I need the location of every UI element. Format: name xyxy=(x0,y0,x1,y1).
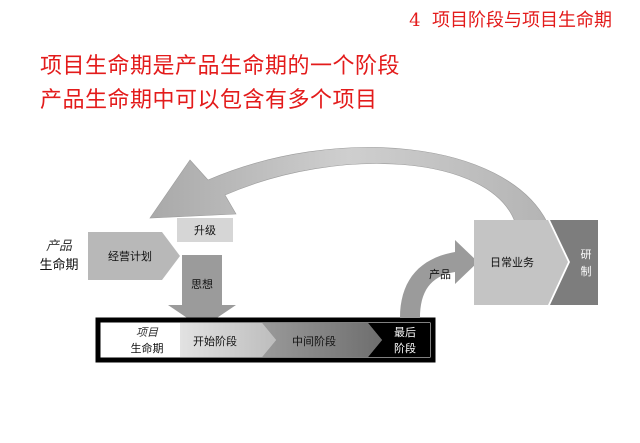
product-lifecycle-label-1: 产品 xyxy=(46,239,73,254)
product-curved-arrow xyxy=(400,240,478,318)
middle-phase-chevron xyxy=(262,323,382,357)
project-lifecycle-label-2: 生命期 xyxy=(131,341,164,355)
upgrade-arc-arrow xyxy=(149,147,548,223)
rd-chevron xyxy=(550,220,598,305)
slide-title: 4 项目阶段与项目生命期 xyxy=(409,6,612,32)
section-title: 项目阶段与项目生命期 xyxy=(432,10,612,31)
upgrade-box xyxy=(177,218,233,242)
final-phase-block xyxy=(368,323,430,357)
product-lifecycle-label-2: 生命期 xyxy=(39,257,78,273)
business-plan-label: 经营计划 xyxy=(108,249,152,263)
slide-number: 4 xyxy=(409,10,421,31)
start-phase-chevron xyxy=(180,323,276,357)
project-lifecycle-label-1: 项目 xyxy=(136,326,159,339)
headline-line-1: 项目生命期是产品生命期的一个阶段 xyxy=(40,54,401,79)
idea-label: 思想 xyxy=(191,277,213,291)
daily-operations-label: 日常业务 xyxy=(490,256,534,269)
upgrade-label: 升级 xyxy=(194,224,216,237)
headline-line-2: 产品生命期中可以包含有多个项目 xyxy=(40,88,378,113)
start-phase-label: 开始阶段 xyxy=(193,334,237,348)
daily-operations-chevron xyxy=(474,220,568,305)
middle-phase-label: 中间阶段 xyxy=(292,334,336,348)
product-label: 产品 xyxy=(429,267,451,281)
business-plan-chevron xyxy=(88,232,180,280)
rd-label-2: 制 xyxy=(581,265,592,278)
idea-down-arrow xyxy=(168,255,236,328)
final-phase-label-2: 阶段 xyxy=(394,341,416,355)
rd-label-1: 研 xyxy=(581,248,592,261)
final-phase-label-1: 最后 xyxy=(394,326,416,339)
